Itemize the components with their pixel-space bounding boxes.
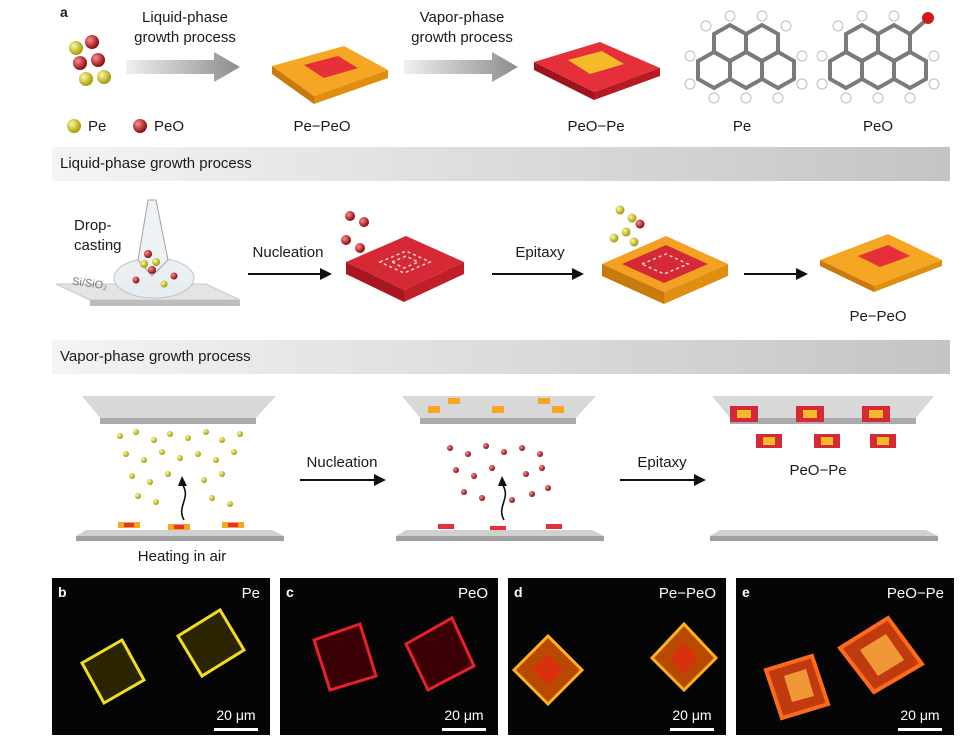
micrograph-tag: Pe−PeO bbox=[658, 585, 716, 602]
peo-pe-plate bbox=[534, 42, 660, 100]
micrograph-letter: d bbox=[514, 584, 523, 600]
nucleation-chamber bbox=[396, 396, 604, 541]
vapor-arrow-2 bbox=[620, 474, 706, 486]
vapor-phase-banner-title: Vapor-phase growth process bbox=[60, 348, 251, 365]
peo-molecule-label: PeO bbox=[862, 118, 894, 135]
red-nucleus-block bbox=[341, 211, 464, 302]
panel-letter-a: a bbox=[60, 4, 68, 20]
micrograph-tag: PeO bbox=[457, 585, 488, 602]
scale-bar bbox=[670, 728, 714, 731]
drop-casting-illustration bbox=[55, 199, 241, 306]
precursor-mixture bbox=[69, 35, 111, 86]
heating-label: Heating in air bbox=[137, 548, 227, 565]
peo-pe-label: PeO−Pe bbox=[567, 118, 625, 135]
liquid-product-label: Pe−PeO bbox=[849, 308, 907, 325]
liquid-phase-banner: Liquid-phase growth process bbox=[52, 147, 950, 181]
liquid-phase-banner-title: Liquid-phase growth process bbox=[60, 155, 252, 172]
liquid-arrow-1 bbox=[248, 268, 332, 280]
micrograph-c: c PeO 20 μm bbox=[280, 578, 498, 735]
pe-peo-crystals bbox=[511, 621, 719, 707]
arrow1-label: Liquid-phase growth process bbox=[134, 9, 236, 46]
liquid-epitaxy-label: Epitaxy bbox=[515, 244, 565, 261]
pe-peo-plate bbox=[272, 46, 388, 104]
epitaxy-chamber bbox=[710, 396, 938, 541]
micrograph-tag: Pe bbox=[241, 585, 260, 602]
micrograph-d: d Pe−PeO 20 μm bbox=[508, 578, 726, 735]
scale-bar bbox=[442, 728, 486, 731]
micrograph-e: e PeO−Pe 20 μm bbox=[736, 578, 954, 735]
pe-molecule-model bbox=[684, 10, 808, 104]
pe-peo-label: Pe−PeO bbox=[293, 118, 351, 135]
scale-label: 20 μm bbox=[900, 707, 940, 723]
micrograph-letter: e bbox=[742, 584, 750, 600]
gradient-arrow-2 bbox=[404, 52, 518, 82]
liquid-arrow-2 bbox=[492, 268, 584, 280]
vapor-arrow-1 bbox=[300, 474, 386, 486]
vapor-nucleation-label: Nucleation bbox=[306, 454, 378, 471]
scale-label: 20 μm bbox=[672, 707, 712, 723]
vapor-product-label: PeO−Pe bbox=[789, 462, 847, 479]
liquid-nucleation-label: Nucleation bbox=[252, 244, 324, 261]
pe-crystals bbox=[79, 607, 247, 706]
arrow2-label: Vapor-phase growth process bbox=[411, 9, 513, 46]
drop-casting-label: Drop- casting bbox=[74, 217, 122, 254]
vapor-epitaxy-label: Epitaxy bbox=[637, 454, 687, 471]
heating-chamber bbox=[76, 396, 284, 541]
micrograph-tag: PeO−Pe bbox=[886, 585, 944, 602]
pe-legend-dot bbox=[67, 119, 81, 133]
pe-molecule-label: Pe bbox=[732, 118, 752, 135]
scale-label: 20 μm bbox=[216, 707, 256, 723]
core-shell-block bbox=[602, 205, 728, 304]
scale-label: 20 μm bbox=[444, 707, 484, 723]
scale-bar bbox=[214, 728, 258, 731]
scale-bar bbox=[898, 728, 942, 731]
micrograph-b: b Pe 20 μm bbox=[52, 578, 270, 735]
peo-molecule-model bbox=[816, 10, 940, 104]
micrograph-letter: c bbox=[286, 584, 294, 600]
micrograph-letter: b bbox=[58, 584, 67, 600]
peo-pe-crystals bbox=[763, 615, 925, 721]
vapor-phase-banner: Vapor-phase growth process bbox=[52, 340, 950, 374]
gradient-arrow-1 bbox=[126, 52, 240, 82]
liquid-product-plate bbox=[820, 234, 942, 292]
peo-legend-dot bbox=[133, 119, 147, 133]
pe-legend-label: Pe bbox=[88, 118, 107, 135]
peo-crystals bbox=[312, 615, 476, 693]
liquid-arrow-3 bbox=[744, 268, 808, 280]
peo-legend-label: PeO bbox=[154, 118, 185, 135]
